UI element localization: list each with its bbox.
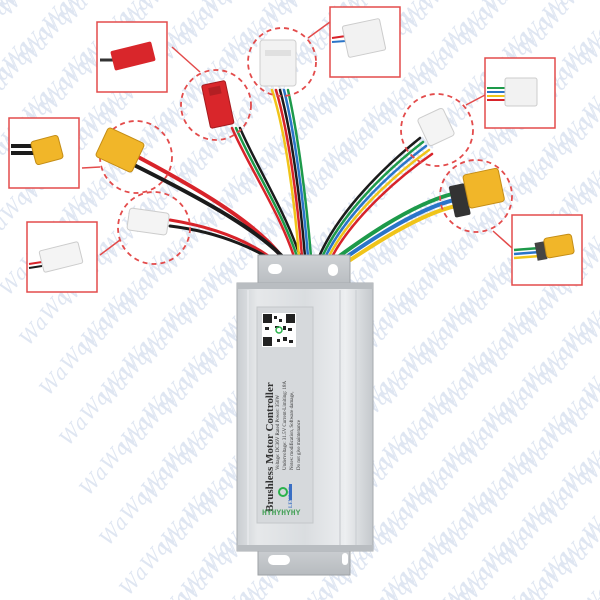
connectors (95, 39, 505, 236)
callout-arrows (81, 21, 513, 256)
label-spec-line-3: Notes: modification, Software damage, (290, 391, 295, 470)
label-title: Brushless Motor Controller (264, 382, 276, 512)
label-spec-line-2: Undervoltage: 31.5V Current-Limiting: 18… (283, 380, 288, 470)
label-barcode-text: HYHYHYHY (262, 509, 301, 518)
callout-previews (11, 18, 575, 273)
label-spec-line-4: Do not give maintenance (297, 419, 302, 470)
label-spec-line-1: Voltage: DC36V Rated Power: 350W (276, 394, 281, 470)
label-brand: LENZOO (289, 486, 294, 508)
callout-circles (99, 27, 513, 265)
controller-housing (236, 254, 374, 576)
